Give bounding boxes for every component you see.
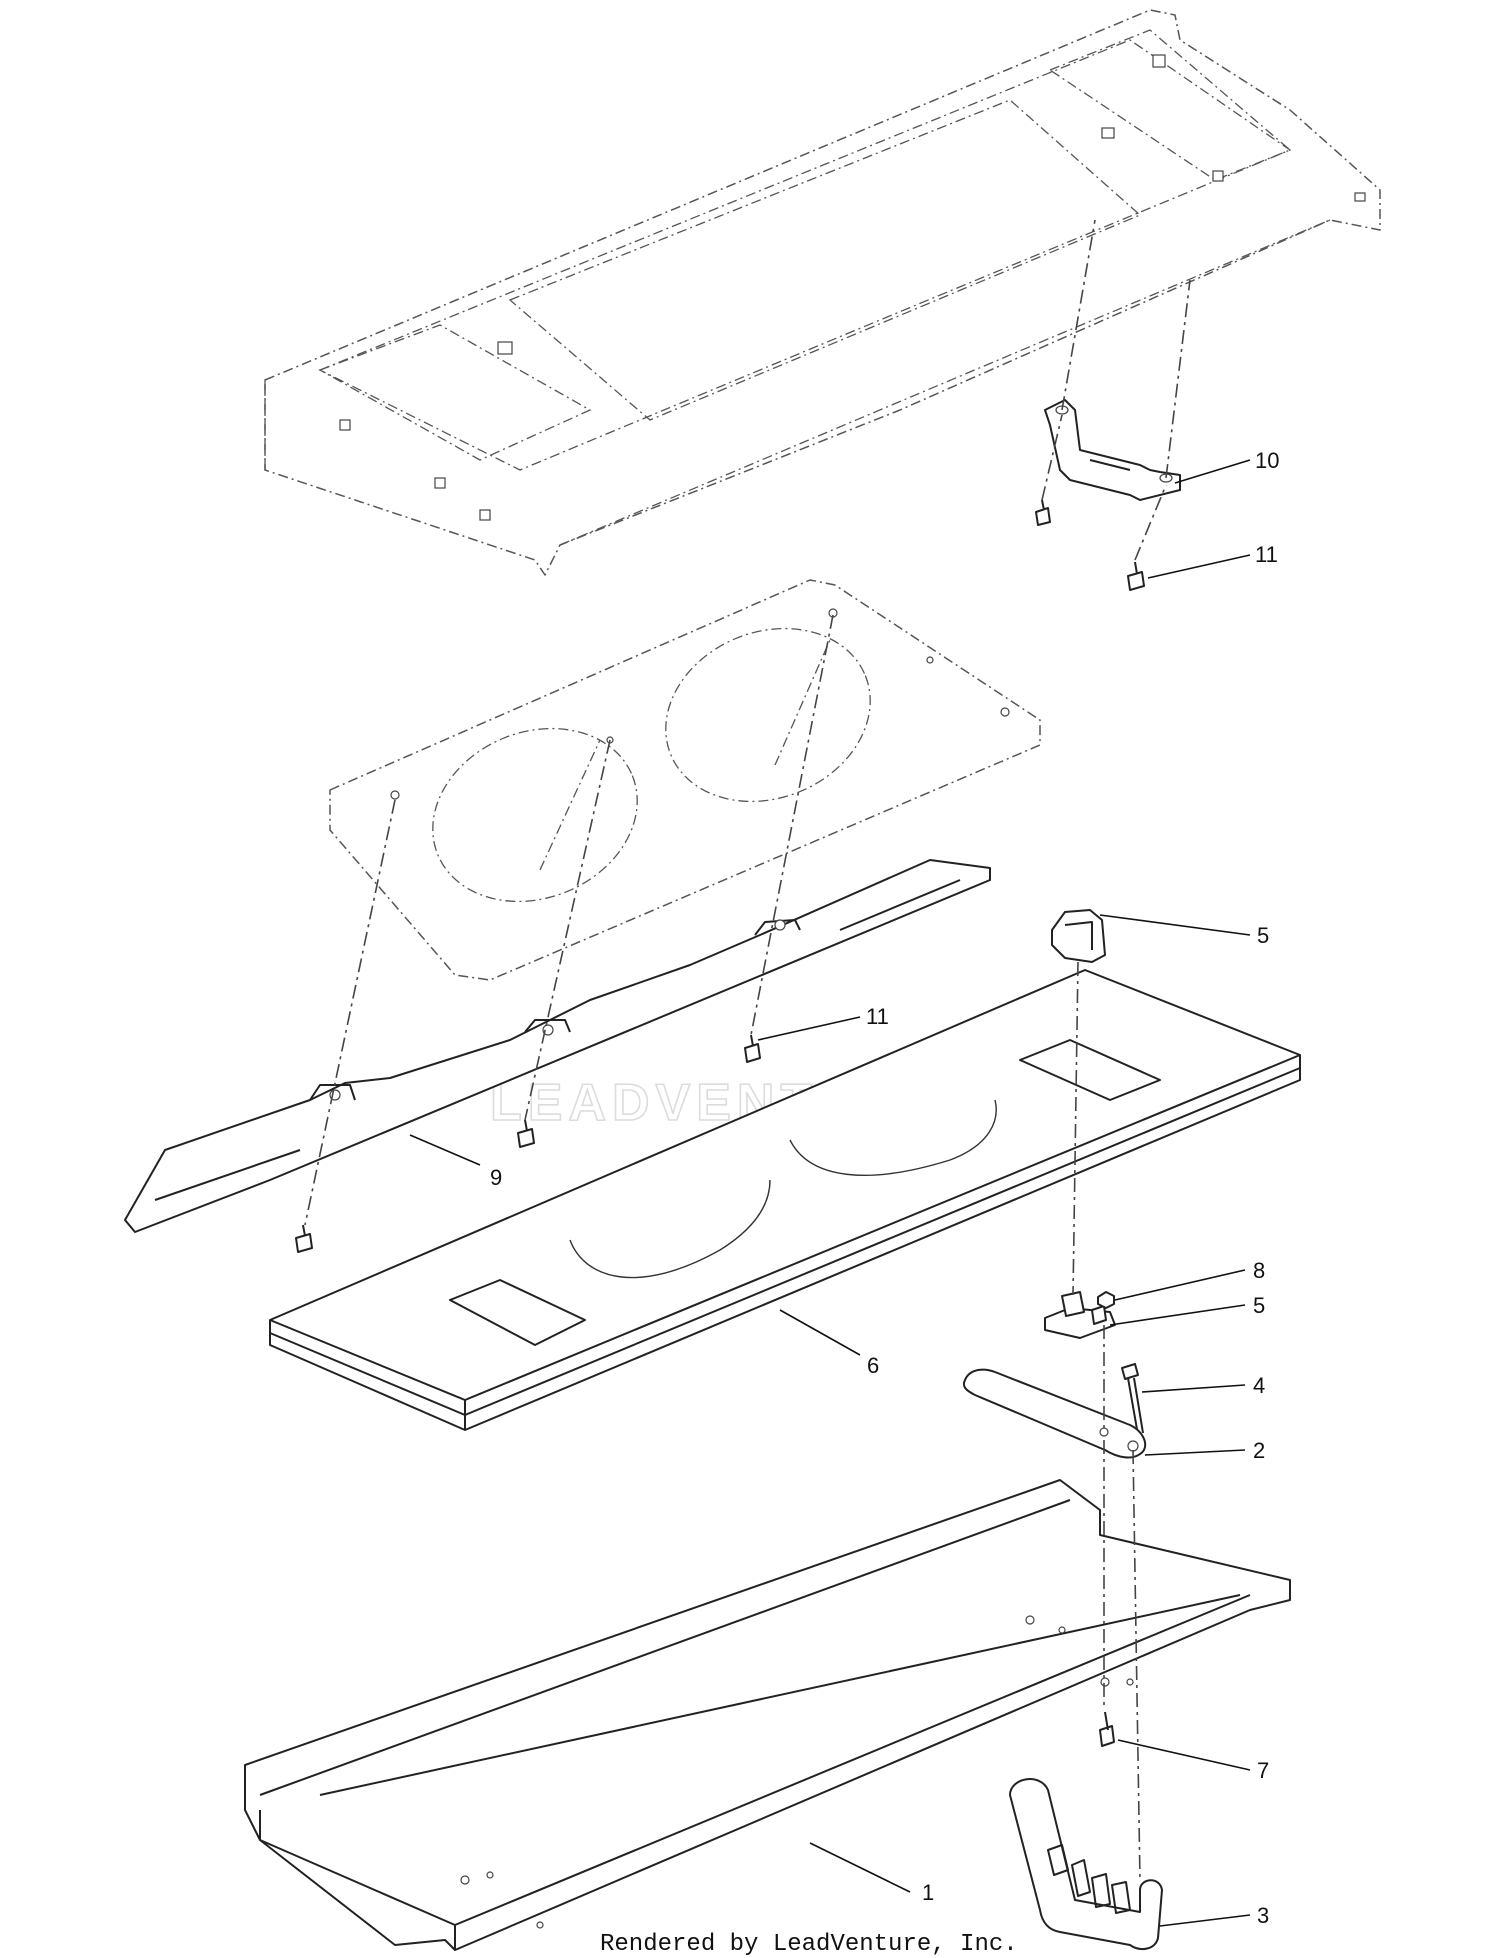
bracket-strip-9 (124, 859, 991, 1233)
callout-11-top: 11 (1255, 542, 1278, 567)
latch-5-lower (1044, 1291, 1116, 1339)
callout-5-lower: 5 (1253, 1293, 1265, 1318)
bolt-strip-left (295, 1224, 313, 1253)
callout-8: 8 (1253, 1258, 1265, 1283)
bolt-11-plate (744, 1034, 761, 1063)
bolt-strip-mid (517, 1119, 535, 1148)
bracket-10 (1044, 399, 1181, 501)
nut-8 (1097, 1291, 1115, 1309)
callout-10: 10 (1255, 448, 1279, 473)
screw-4 (1121, 1363, 1144, 1436)
mount-plate-phantom (329, 579, 1041, 981)
frame-assembly-phantom (264, 9, 1381, 576)
callout-5-upper: 5 (1257, 923, 1269, 948)
callout-1: 1 (922, 1880, 934, 1905)
callouts: 10 11 5 11 9 6 8 5 4 2 7 1 3 (490, 448, 1279, 1928)
strap-2 (962, 1368, 1147, 1459)
foam-pad-6 (269, 969, 1301, 1431)
callout-2: 2 (1253, 1438, 1265, 1463)
callout-11-mid: 11 (866, 1004, 889, 1029)
callout-3: 3 (1257, 1903, 1269, 1928)
assembly-lines (304, 219, 1191, 1881)
bolt-7 (1099, 1711, 1115, 1747)
callout-7: 7 (1257, 1758, 1269, 1783)
footer-credit: Rendered by LeadVenture, Inc. (600, 1931, 1018, 1958)
leader-lines (409, 459, 1251, 1927)
callout-9: 9 (490, 1165, 502, 1190)
bolt-11-upper-right (1127, 561, 1145, 591)
latch-keeper-5 (1051, 909, 1106, 963)
callout-4: 4 (1253, 1373, 1265, 1398)
bolt-11-upper-left (1035, 499, 1051, 526)
handle-3 (1009, 1778, 1163, 1951)
callout-6: 6 (867, 1353, 879, 1378)
tray-1 (244, 1479, 1291, 1951)
